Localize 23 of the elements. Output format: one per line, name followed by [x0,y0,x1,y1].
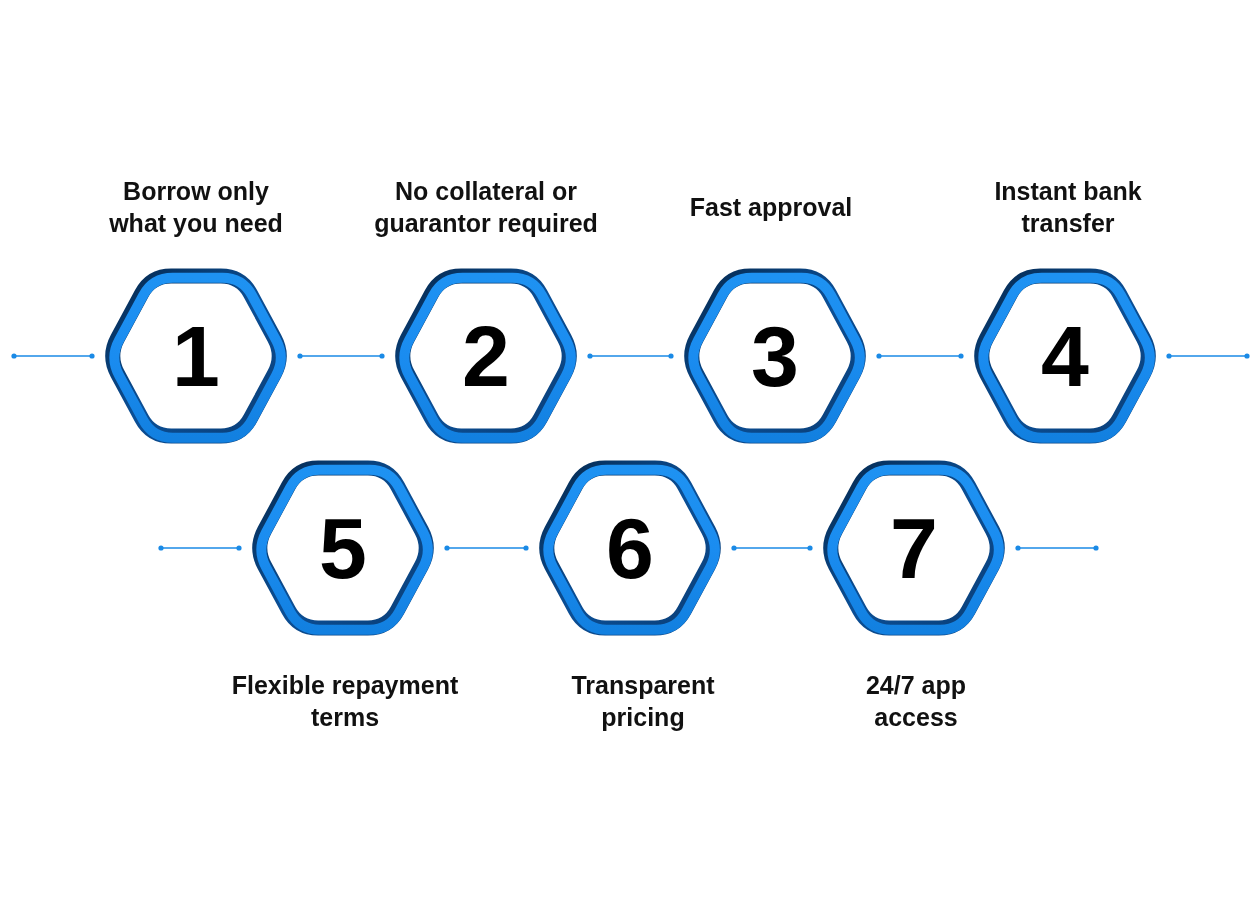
step-number: 2 [462,313,510,399]
connector-line [444,545,529,551]
step-number: 6 [606,505,654,591]
step-label: No collateral or guarantor required [373,176,599,239]
connector-line [1166,353,1250,359]
step-number: 4 [1041,313,1089,399]
connector-line [11,353,95,359]
step-label: 24/7 app access [864,670,968,733]
step-number: 1 [172,313,220,399]
connector-line [587,353,674,359]
step-label: Instant bank transfer [993,176,1143,239]
step-label: Transparent pricing [570,670,716,733]
step-label: Flexible repayment terms [230,670,460,733]
step-label: Fast approval [689,192,853,223]
step-label: Borrow only what you need [108,176,284,239]
connector-line [731,545,813,551]
step-number: 3 [751,313,799,399]
connector-line [158,545,242,551]
connector-line [876,353,964,359]
connector-line [1015,545,1099,551]
step-number: 7 [890,505,938,591]
step-number: 5 [319,505,367,591]
connector-line [297,353,385,359]
